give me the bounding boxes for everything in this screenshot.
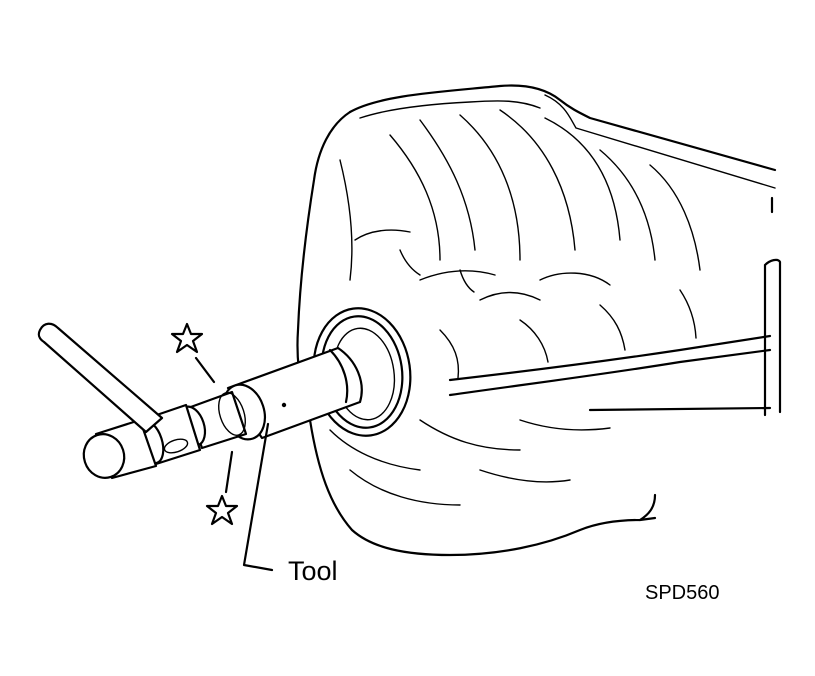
transmission-housing <box>296 84 782 557</box>
reference-code: SPD560 <box>645 582 720 604</box>
tool-leader-line <box>242 422 274 572</box>
star-icon <box>205 450 239 526</box>
star-icon <box>170 322 216 384</box>
tool-label: Tool <box>288 556 338 586</box>
special-tool <box>37 322 363 480</box>
